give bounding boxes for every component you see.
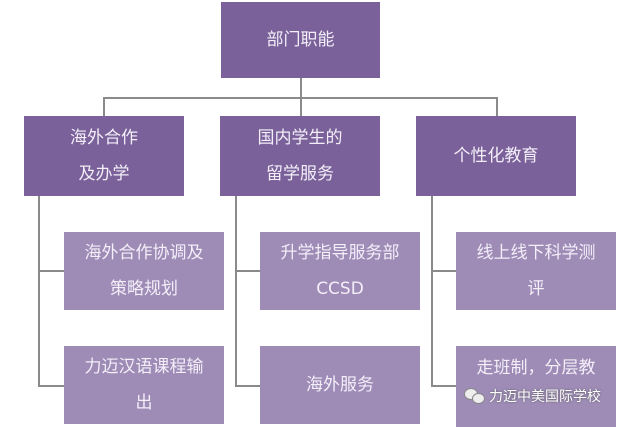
watermark-text: 力迈中美国际学校 xyxy=(489,389,601,405)
label-line: CCSD xyxy=(316,279,364,299)
connector-col3-vertical xyxy=(431,196,433,386)
label-line: 策略规划 xyxy=(110,279,178,299)
connector-col2-a xyxy=(235,270,261,272)
label-line: 出 xyxy=(135,393,153,413)
connector-col1-b xyxy=(38,385,64,387)
connector-col3-a xyxy=(431,270,457,272)
label-line: 海外合作协调及 xyxy=(84,243,204,263)
node-chinese-course-export: 力迈汉语课程输出 xyxy=(64,346,224,424)
wechat-icon xyxy=(464,388,486,404)
label-line: 评 xyxy=(527,279,545,299)
label-line: 个性化教育 xyxy=(453,146,539,166)
label-line: 及办学 xyxy=(78,164,130,184)
node-coordination-planning: 海外合作协调及策略规划 xyxy=(64,232,224,310)
root-label: 部门职能 xyxy=(266,30,335,50)
label-line: 升学指导服务部 xyxy=(280,243,400,263)
connector-col2-b xyxy=(235,385,261,387)
watermark: 力迈中美国际学校 xyxy=(464,386,601,406)
dept-personalized-education: 个性化教育 xyxy=(416,116,576,196)
root-node: 部门职能 xyxy=(221,2,380,78)
dept-study-abroad: 国内学生的留学服务 xyxy=(220,116,380,196)
connector-dept-3 xyxy=(496,97,498,116)
label-line: 国内学生的 xyxy=(257,128,343,148)
label-line: 线上线下科学测 xyxy=(476,243,596,263)
label-line: 海外服务 xyxy=(306,375,374,395)
connector-dept-2 xyxy=(300,97,302,116)
node-assessment: 线上线下科学测评 xyxy=(456,232,616,310)
connector-dept-1 xyxy=(103,97,105,116)
connector-col1-a xyxy=(38,270,64,272)
connector-col1-vertical xyxy=(38,196,40,386)
connector-root-down xyxy=(300,78,302,98)
connector-col2-vertical xyxy=(235,196,237,386)
label-line: 走班制，分层教 xyxy=(476,358,596,378)
connector-col3-b xyxy=(431,385,457,387)
label-line: 留学服务 xyxy=(266,164,334,184)
label-line: 海外合作 xyxy=(70,128,138,148)
node-ccsd: 升学指导服务部 CCSD xyxy=(260,232,420,310)
dept-overseas-cooperation: 海外合作及办学 xyxy=(24,116,184,196)
node-overseas-service: 海外服务 xyxy=(260,346,420,424)
label-line: 力迈汉语课程输 xyxy=(84,357,204,377)
node-tiered-teaching: 走班制，分层教 xyxy=(456,346,616,427)
